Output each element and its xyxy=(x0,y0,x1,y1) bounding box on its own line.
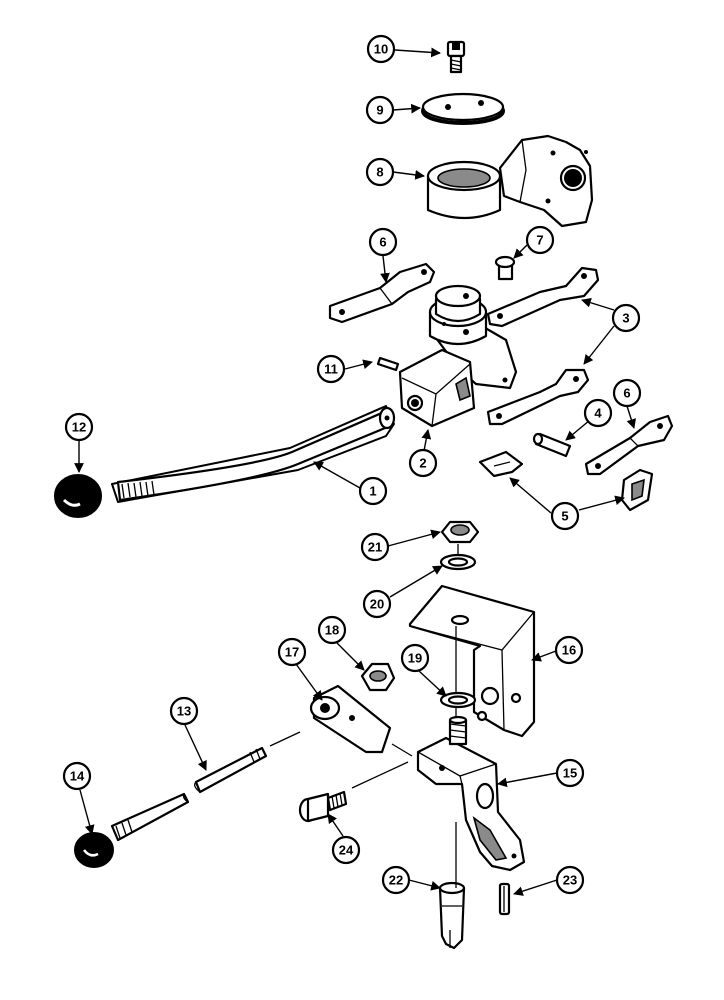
svg-text:11: 11 xyxy=(324,362,338,377)
part-13-rod xyxy=(110,746,268,842)
svg-text:22: 22 xyxy=(389,873,403,888)
callout-22: 22 xyxy=(381,865,411,895)
part-4-pin xyxy=(532,432,572,458)
part-7-pin xyxy=(494,255,516,281)
callout-3: 3 xyxy=(611,303,641,333)
svg-text:6: 6 xyxy=(623,386,630,401)
leader-lines xyxy=(74,47,636,896)
callout-18: 18 xyxy=(317,615,347,645)
svg-text:1: 1 xyxy=(369,484,376,499)
callout-7: 7 xyxy=(525,225,555,255)
part-20-washer xyxy=(439,553,477,571)
part-18-nut xyxy=(360,662,396,692)
callout-1: 1 xyxy=(358,476,388,506)
callout-9: 9 xyxy=(365,95,395,125)
callout-5: 5 xyxy=(550,501,580,531)
callout-20: 20 xyxy=(362,589,392,619)
part-2-lever-housing xyxy=(398,284,518,428)
part-10-screw xyxy=(446,40,466,74)
svg-text:5: 5 xyxy=(561,509,568,524)
svg-text:10: 10 xyxy=(374,42,388,57)
part-6-link-right xyxy=(584,414,674,476)
callout-15: 15 xyxy=(555,758,585,788)
centerlines xyxy=(269,544,459,888)
svg-text:4: 4 xyxy=(594,406,602,421)
part-21-nut xyxy=(440,520,480,544)
callout-16: 16 xyxy=(554,635,584,665)
callout-6-lower: 6 xyxy=(612,378,642,408)
callout-21: 21 xyxy=(360,532,390,562)
svg-text:24: 24 xyxy=(339,843,354,858)
part-12-knob xyxy=(54,474,102,518)
callout-4: 4 xyxy=(583,398,613,428)
callout-11: 11 xyxy=(316,354,346,384)
callout-6-upper: 6 xyxy=(368,227,398,257)
part-5-clip-left xyxy=(478,450,524,478)
svg-text:8: 8 xyxy=(376,165,383,180)
svg-text:3: 3 xyxy=(622,311,629,326)
svg-text:12: 12 xyxy=(72,420,86,435)
part-23-roll-pin xyxy=(498,882,511,916)
svg-text:17: 17 xyxy=(285,645,299,660)
callout-13: 13 xyxy=(169,696,199,726)
callout-2: 2 xyxy=(408,448,438,478)
part-8-collar-bracket xyxy=(426,134,594,228)
part-15-fork-lever xyxy=(416,715,526,872)
part-3-link-upper xyxy=(486,266,600,328)
callout-badges: 10 9 8 6 7 3 11 6 4 12 2 1 5 21 20 18 17… xyxy=(62,34,642,895)
svg-text:15: 15 xyxy=(563,766,577,781)
part-19-washer xyxy=(439,691,477,709)
part-11-roll-pin xyxy=(376,356,400,372)
part-1-shift-lever xyxy=(111,405,396,503)
svg-text:7: 7 xyxy=(536,233,543,248)
callout-24: 24 xyxy=(331,835,361,865)
callout-14: 14 xyxy=(62,761,92,791)
svg-text:20: 20 xyxy=(370,597,384,612)
svg-text:16: 16 xyxy=(562,643,576,658)
svg-text:6: 6 xyxy=(379,235,386,250)
part-6-link-left xyxy=(328,262,436,324)
part-3-link-lower xyxy=(486,368,590,426)
part-24-bolt xyxy=(298,790,348,823)
svg-text:18: 18 xyxy=(325,623,339,638)
svg-text:21: 21 xyxy=(368,540,382,555)
svg-text:14: 14 xyxy=(70,769,85,784)
svg-text:13: 13 xyxy=(177,704,191,719)
callout-19: 19 xyxy=(400,643,430,673)
svg-text:9: 9 xyxy=(376,103,383,118)
svg-text:23: 23 xyxy=(563,873,577,888)
callout-12: 12 xyxy=(64,412,94,442)
callout-17: 17 xyxy=(277,637,307,667)
part-17-block xyxy=(309,684,392,754)
svg-text:2: 2 xyxy=(419,456,426,471)
part-14-knob xyxy=(74,832,114,868)
part-5-clip-right xyxy=(620,468,654,512)
part-22-shifter-pin xyxy=(438,881,466,950)
part-16-bracket xyxy=(408,584,536,742)
part-9-cover-disc xyxy=(421,92,505,125)
callout-23: 23 xyxy=(555,865,585,895)
svg-text:19: 19 xyxy=(408,651,422,666)
callout-10: 10 xyxy=(366,34,396,64)
callout-8: 8 xyxy=(365,157,395,187)
